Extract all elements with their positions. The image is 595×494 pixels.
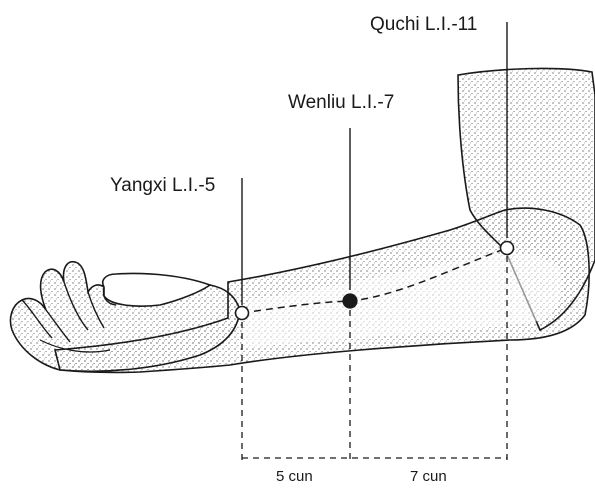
quchi-label: Quchi L.I.-11 bbox=[370, 15, 477, 34]
yangxi-point-marker bbox=[236, 307, 249, 320]
yangxi-label: Yangxi L.I.-5 bbox=[110, 176, 215, 195]
measurement-5-cun: 5 cun bbox=[276, 469, 313, 484]
wenliu-label: Wenliu L.I.-7 bbox=[288, 93, 394, 112]
wenliu-point-marker bbox=[343, 294, 357, 308]
measurement-7-cun: 7 cun bbox=[410, 469, 447, 484]
quchi-point-marker bbox=[501, 242, 514, 255]
